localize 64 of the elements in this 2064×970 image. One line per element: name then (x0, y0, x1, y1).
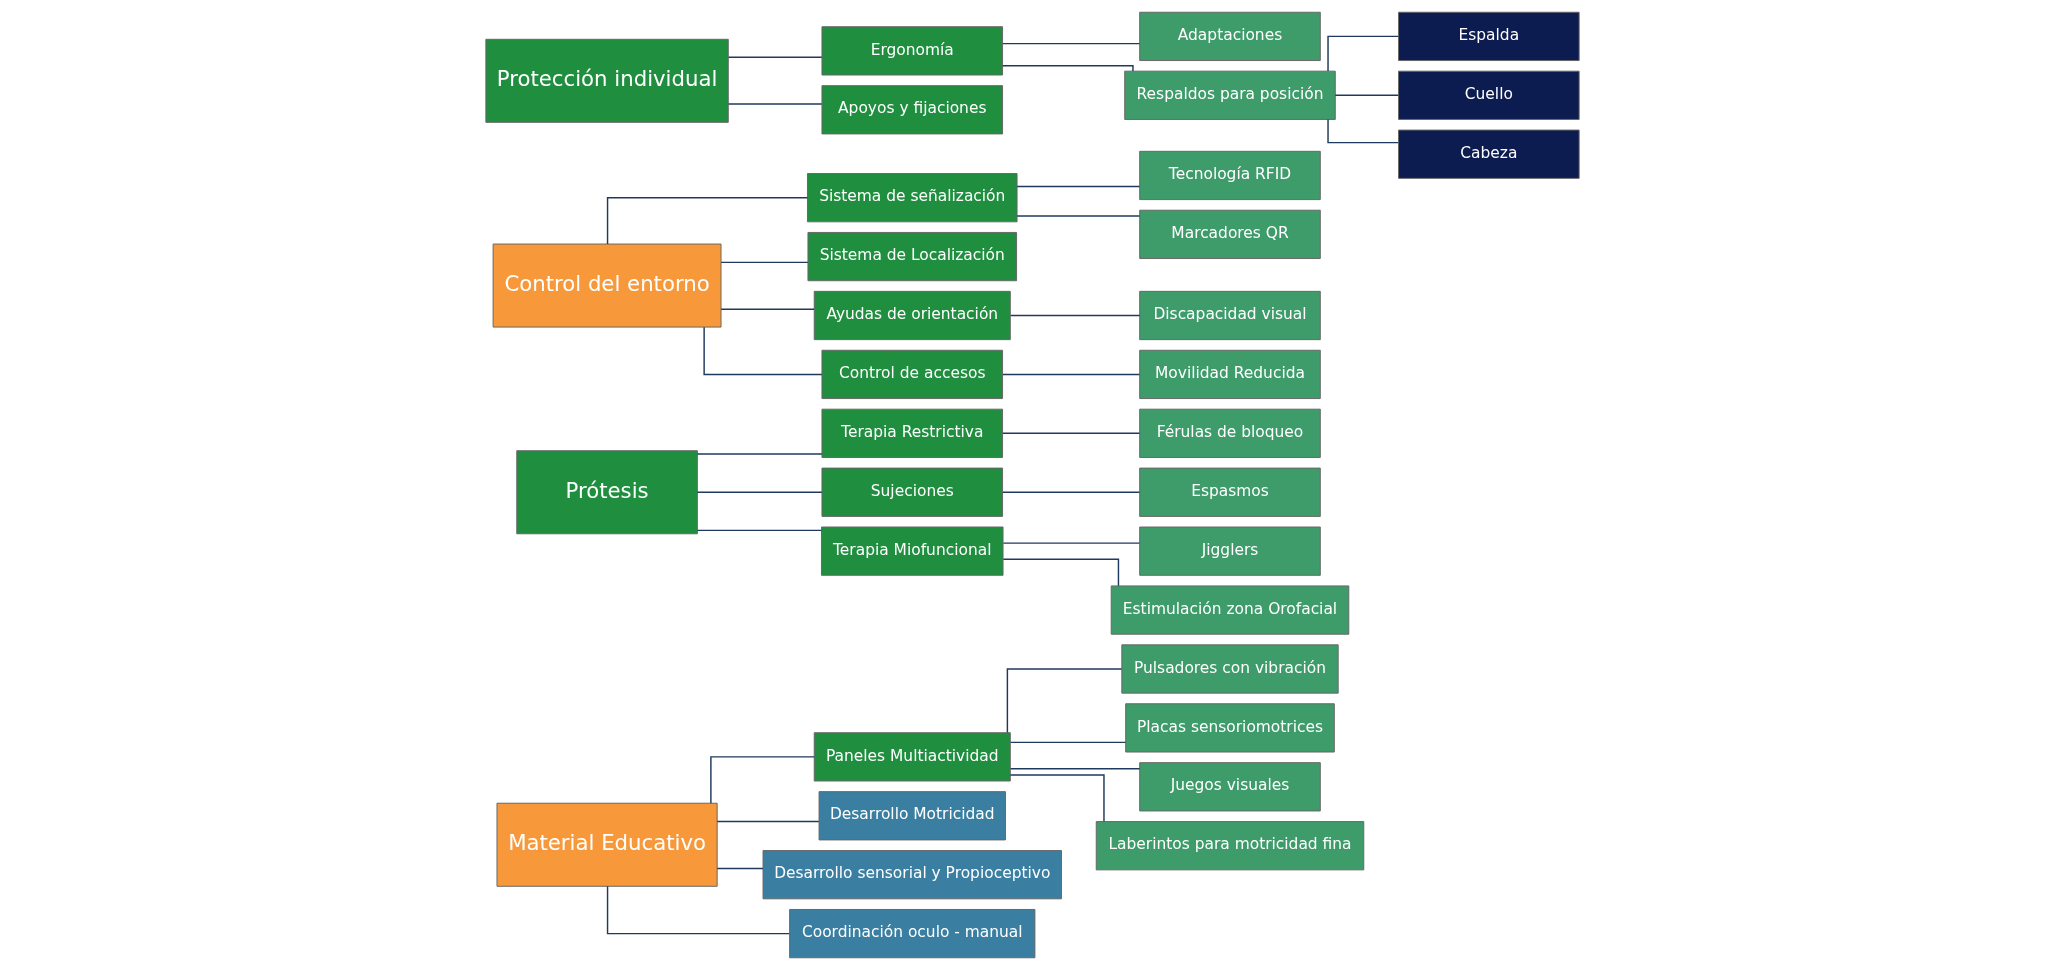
connector (1009, 774, 1105, 823)
connector (1326, 35, 1399, 72)
connector (719, 308, 815, 310)
node-box: Prótesis (515, 450, 698, 535)
node-box: Sujeciones (820, 467, 1003, 517)
connector (716, 820, 820, 823)
connector (606, 196, 808, 245)
connector (1009, 768, 1140, 770)
node-box: Control del entorno (492, 243, 721, 328)
connector (1001, 491, 1140, 493)
connector (606, 885, 790, 935)
node-box: Protección individual (484, 38, 729, 123)
connector (719, 261, 809, 264)
connector (1002, 542, 1140, 544)
node-box: Discapacidad visual (1138, 290, 1321, 341)
connector (696, 453, 823, 455)
node-box: Respaldos para posición (1123, 70, 1336, 120)
node-box: Ergonomía (820, 26, 1003, 76)
connector (716, 867, 764, 870)
node-box: Ayudas de orientación (813, 290, 1011, 341)
node-box: Control de accesos (820, 349, 1003, 400)
node-box: Terapia Restrictiva (820, 408, 1003, 458)
connector (1001, 42, 1140, 45)
node-box: Apoyos y fijaciones (820, 85, 1003, 135)
connector (696, 529, 822, 532)
node-box: Terapia Miofuncional (820, 526, 1004, 576)
node-box: Marcadores QR (1138, 209, 1321, 259)
connector (1002, 558, 1119, 587)
node-box: Estimulación zona Orofacial (1110, 585, 1349, 635)
connector (1015, 185, 1140, 188)
connector (1009, 314, 1140, 317)
node-box: Cabeza (1397, 129, 1580, 179)
node-box: Adaptaciones (1138, 11, 1321, 62)
connector (1015, 215, 1140, 217)
node-box: Paneles Multiactividad (813, 732, 1011, 782)
node-box: Coordinación oculo - manual (788, 908, 1035, 959)
connector (696, 491, 823, 493)
connector (1326, 118, 1399, 144)
node-box: Férulas de bloqueo (1138, 408, 1321, 458)
connector (709, 756, 815, 804)
connector (1001, 65, 1134, 72)
node-box: Sistema de señalización (806, 173, 1018, 223)
node-box: Desarrollo Motricidad (818, 791, 1006, 841)
node-box: Jigglers (1138, 526, 1321, 576)
node-box: Movilidad Reducida (1138, 349, 1321, 400)
node-box: Laberintos para motricidad fina (1095, 821, 1364, 871)
node-box: Espasmos (1138, 467, 1321, 517)
node-box: Pulsadores con vibración (1120, 644, 1339, 694)
connector (1006, 668, 1122, 734)
node-box: Placas sensoriomotrices (1124, 703, 1335, 753)
connector (1334, 94, 1399, 97)
node-box: Cuello (1397, 70, 1580, 120)
node-box: Desarrollo sensorial y Propioceptivo (762, 850, 1062, 900)
connector (727, 103, 822, 105)
connector (1001, 373, 1140, 376)
node-box: Tecnología RFID (1138, 150, 1321, 201)
node-box: Juegos visuales (1138, 762, 1321, 812)
node-box: Sistema de Localización (806, 231, 1017, 282)
connector (702, 326, 823, 376)
connector (1001, 432, 1140, 435)
connector (1009, 741, 1126, 744)
node-box: Espalda (1397, 11, 1580, 62)
node-box: Material Educativo (496, 802, 718, 887)
connector (727, 56, 822, 58)
